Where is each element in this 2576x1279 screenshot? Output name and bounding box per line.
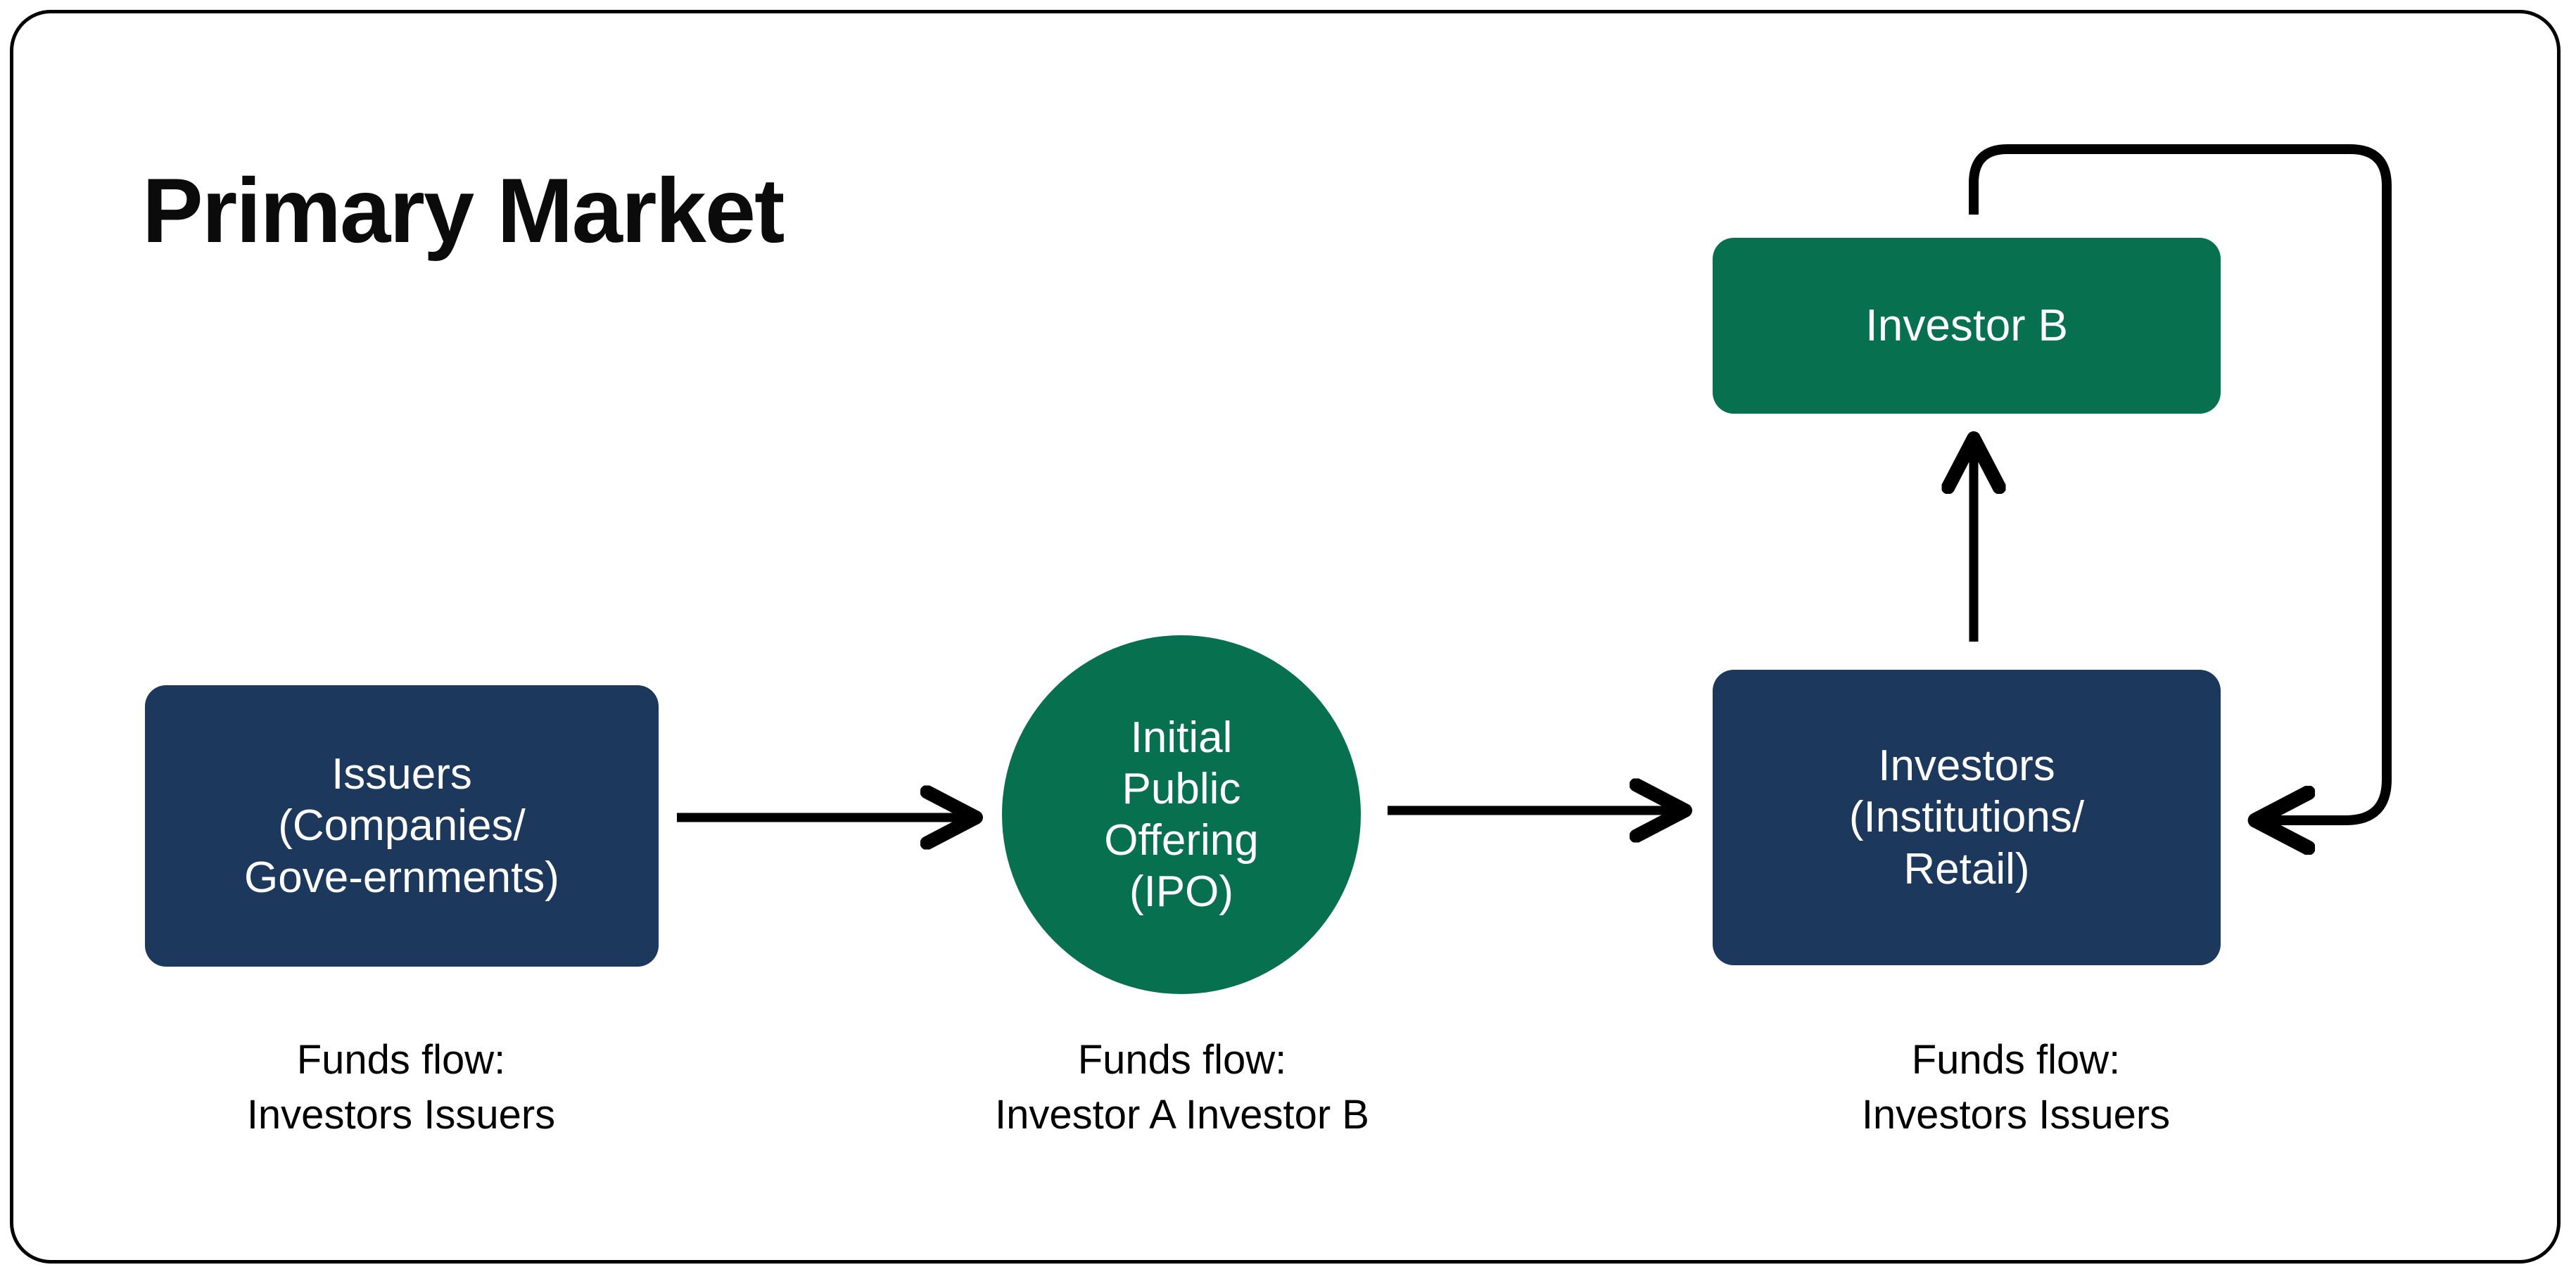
node-investors[interactable]: Investors (Institutions/ Retail) bbox=[1713, 670, 2221, 965]
node-ipo[interactable]: Initial Public Offering (IPO) bbox=[1002, 635, 1361, 994]
node-issuers[interactable]: Issuers (Companies/ Gove-ernments) bbox=[145, 685, 659, 967]
page-title: Primary Market bbox=[142, 159, 785, 262]
caption-issuers-funds-flow: Funds flow: Investors Issuers bbox=[246, 1037, 556, 1138]
caption-ipo-funds-flow: Funds flow: Investor A Investor B bbox=[995, 1037, 1369, 1138]
caption-investors-funds-flow: Funds flow: Investors Issuers bbox=[1861, 1037, 2171, 1138]
node-investor-b[interactable]: Investor B bbox=[1713, 238, 2221, 414]
